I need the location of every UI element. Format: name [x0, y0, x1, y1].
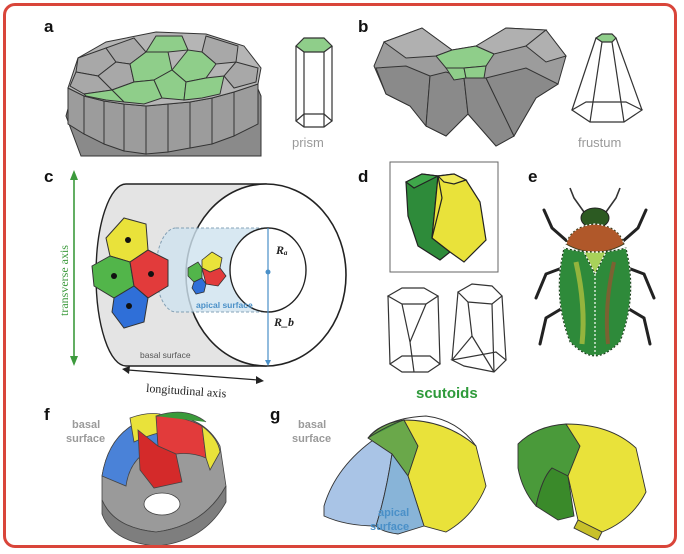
prism-wireframe-icon — [295, 37, 333, 128]
frustum-tissue — [373, 27, 567, 147]
radius-a-label: Rₐ — [275, 243, 288, 257]
apical-surface-label: apical surface — [196, 300, 253, 310]
transverse-axis-arrow — [70, 170, 78, 366]
panel-b-letter: b — [358, 17, 368, 36]
panel-d-letter: d — [358, 167, 368, 186]
apical-cells — [187, 251, 227, 295]
panel-g-letter: g — [270, 405, 280, 424]
prism-label: prism — [292, 135, 324, 150]
frustum-label: frustum — [578, 135, 621, 150]
panel-g-apical-label-1: apical — [378, 507, 409, 519]
panel-g-basal-label-2: surface — [292, 433, 331, 445]
beetle-image — [534, 187, 656, 357]
figure-canvas: a — [44, 17, 656, 545]
scutoid-pair — [404, 173, 487, 263]
panel-f-basal-label-2: surface — [66, 433, 105, 445]
scutoid-wireframe-left-icon — [386, 287, 442, 373]
radius-b-label: R_b — [273, 315, 294, 329]
panel-f-letter: f — [44, 405, 50, 424]
transverse-axis-label: transverse axis — [57, 245, 71, 316]
scutoid-wireframe-right-icon — [450, 283, 507, 373]
basal-surface-label: basal surface — [140, 350, 191, 360]
isolated-scutoid-pair — [517, 423, 647, 541]
scutoids-label: scutoids — [416, 385, 478, 402]
basal-cell-nuclei — [111, 237, 154, 309]
panel-e-letter: e — [528, 167, 537, 186]
figure-frame: a — [3, 3, 677, 548]
prism-tissue — [65, 31, 262, 157]
panel-c-letter: c — [44, 167, 53, 186]
tube-segment-3d — [101, 411, 227, 545]
longitudinal-axis-arrow — [122, 366, 264, 384]
scutoid-tube-segment — [323, 415, 487, 535]
frustum-wireframe-icon — [570, 33, 644, 123]
longitudinal-axis-label: longitudinal axis — [146, 381, 227, 401]
panel-f-basal-label-1: basal — [72, 419, 100, 431]
panel-a-letter: a — [44, 17, 54, 36]
panel-g-basal-label-1: basal — [298, 419, 326, 431]
panel-g-apical-label-2: surface — [370, 521, 409, 533]
